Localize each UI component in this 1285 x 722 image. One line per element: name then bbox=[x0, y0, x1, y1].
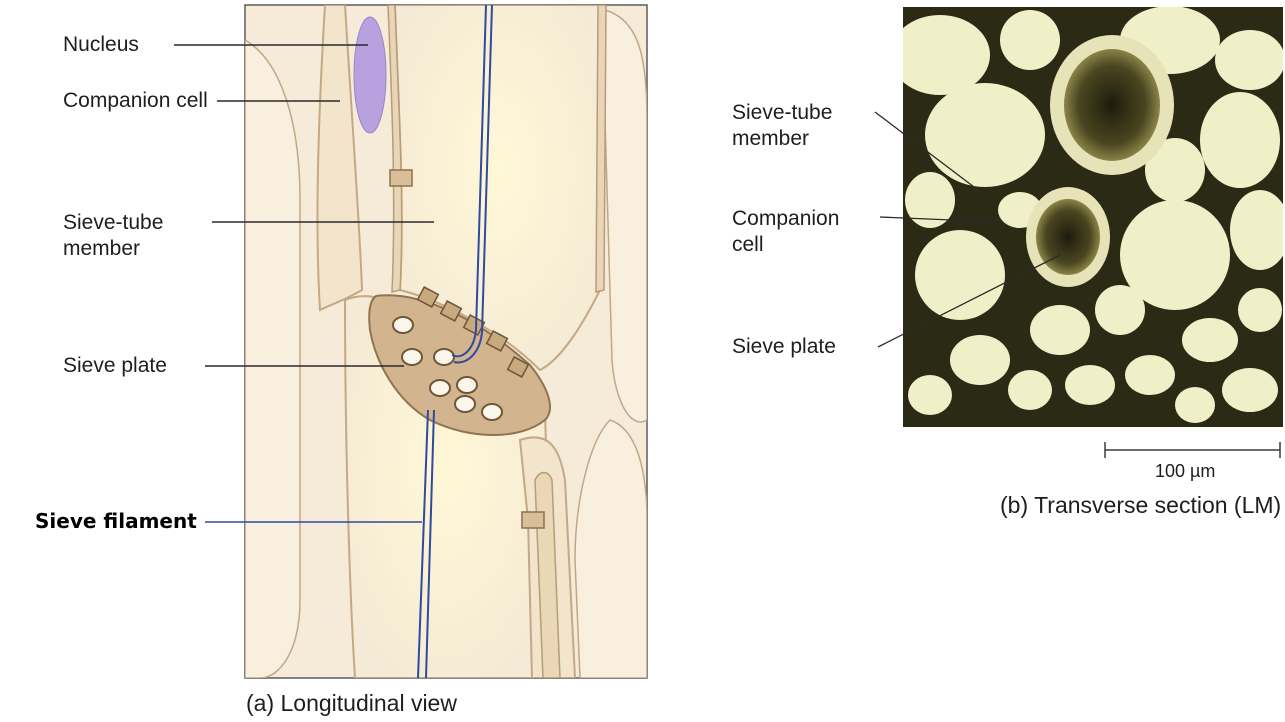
scale-bar-label: 100 µm bbox=[1155, 458, 1215, 484]
left-cell bbox=[245, 40, 300, 678]
wall-right-upper bbox=[596, 5, 606, 292]
plasmodesma-lower bbox=[522, 512, 544, 528]
nucleus-shape bbox=[354, 17, 386, 133]
label-nucleus: Nucleus bbox=[63, 32, 139, 58]
label-sieve-plate: Sieve plate bbox=[63, 353, 167, 379]
right-upper-cell bbox=[605, 10, 647, 422]
label-sieve-tube-member: Sieve-tube member bbox=[63, 210, 203, 262]
label-b-companion-cell: Companion cell bbox=[732, 206, 872, 258]
label-b-sieve-plate: Sieve plate bbox=[732, 334, 836, 360]
caption-longitudinal-view: (a) Longitudinal view bbox=[246, 690, 457, 717]
plasmodesma-upper bbox=[390, 170, 412, 186]
label-companion-cell: Companion cell bbox=[63, 88, 223, 114]
caption-transverse-section: (b) Transverse section (LM) bbox=[1000, 492, 1281, 519]
label-b-sieve-tube-member: Sieve-tube member bbox=[732, 100, 872, 152]
scale-bar bbox=[1105, 442, 1280, 458]
micrograph-panel bbox=[890, 6, 1285, 427]
label-sieve-filament: Sieve filament bbox=[35, 508, 197, 534]
longitudinal-view-panel bbox=[245, 5, 647, 678]
